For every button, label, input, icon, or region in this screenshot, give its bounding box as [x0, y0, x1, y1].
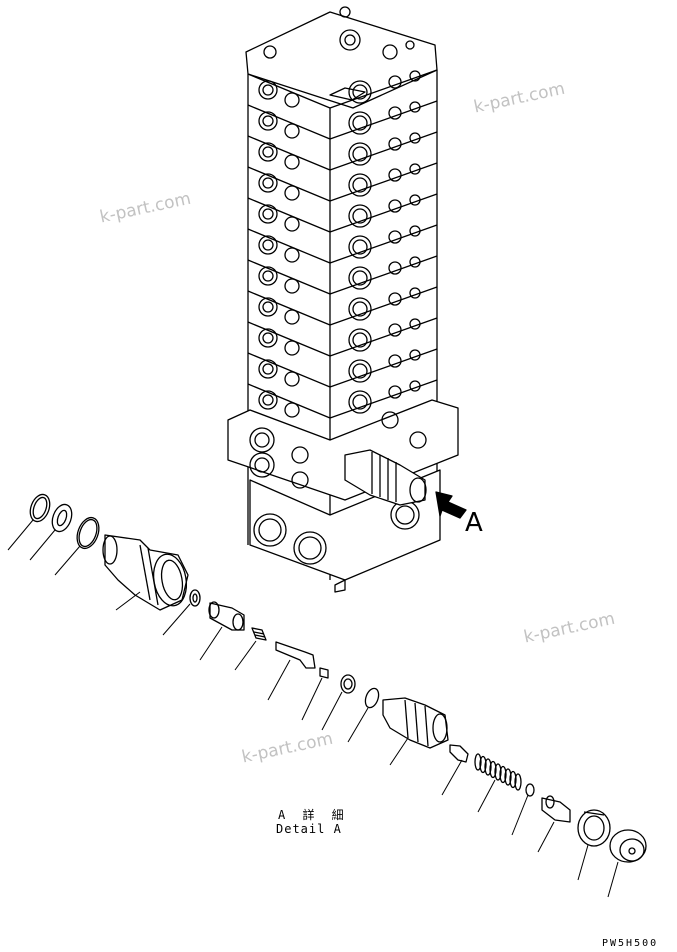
port-hole — [284, 278, 300, 294]
port-hole — [262, 270, 274, 282]
port-hole — [262, 301, 274, 313]
port-hole — [388, 199, 402, 213]
port-hole — [348, 359, 372, 383]
port-hole — [352, 177, 368, 193]
exploded-parts — [29, 493, 647, 863]
port-hole — [388, 354, 402, 368]
port-hole — [348, 173, 372, 197]
port-hole — [352, 115, 368, 131]
port-hole — [388, 385, 402, 399]
port-hole — [258, 111, 278, 131]
port-hole — [409, 194, 421, 206]
port-hole — [348, 142, 372, 166]
spring-coil — [484, 758, 492, 776]
spring-coil — [479, 755, 487, 774]
port-hole — [284, 216, 300, 232]
control-valve-assembly — [227, 6, 459, 593]
port-hole — [262, 177, 274, 189]
port-hole — [262, 394, 274, 406]
port-hole — [348, 111, 372, 135]
port-hole — [388, 292, 402, 306]
port-hole — [262, 208, 274, 220]
port-hole — [262, 332, 274, 344]
port-hole — [352, 208, 368, 224]
port-hole — [258, 359, 278, 379]
port-hole — [284, 154, 300, 170]
port-hole — [388, 106, 402, 120]
drawing-code: PW5H500 — [602, 938, 659, 949]
callout-label: A — [465, 508, 483, 538]
port-hole — [262, 146, 274, 158]
port-hole — [409, 380, 421, 392]
spring-coil — [509, 770, 517, 789]
port-hole — [284, 371, 300, 387]
port-hole — [409, 256, 421, 268]
spring-coil — [489, 760, 497, 779]
port-hole — [284, 185, 300, 201]
port-hole — [388, 230, 402, 244]
port-hole — [348, 328, 372, 352]
port-hole — [409, 287, 421, 299]
spring-coil — [499, 765, 507, 784]
spring-coil — [514, 773, 522, 791]
port-hole — [262, 115, 274, 127]
port-hole — [258, 297, 278, 317]
port-hole — [348, 204, 372, 228]
port-hole — [284, 309, 300, 325]
spring-coil — [504, 768, 512, 786]
port-hole — [284, 247, 300, 263]
spring-coil — [474, 753, 482, 771]
port-hole — [348, 235, 372, 259]
port-hole — [348, 266, 372, 290]
port-hole — [388, 168, 402, 182]
port-hole — [348, 80, 372, 104]
port-hole — [409, 225, 421, 237]
port-hole — [258, 142, 278, 162]
port-hole — [409, 101, 421, 113]
leader-lines — [7, 519, 619, 898]
port-hole — [284, 402, 300, 418]
port-hole — [352, 84, 368, 100]
port-hole — [284, 123, 300, 139]
port-hole — [409, 70, 421, 82]
port-hole — [388, 75, 402, 89]
detail-caption-jp: A 詳 細 — [278, 808, 349, 822]
port-hole — [258, 328, 278, 348]
port-hole — [352, 394, 368, 410]
port-hole — [352, 146, 368, 162]
port-hole — [258, 390, 278, 410]
port-hole — [258, 204, 278, 224]
spring-coil — [494, 763, 502, 781]
detail-caption-en: Detail A — [276, 822, 342, 836]
port-hole — [409, 349, 421, 361]
port-hole — [258, 235, 278, 255]
port-hole — [348, 390, 372, 414]
port-hole — [388, 137, 402, 151]
port-hole — [262, 84, 274, 96]
callout-arrow — [435, 491, 467, 519]
port-hole — [348, 297, 372, 321]
port-hole — [409, 132, 421, 144]
port-hole — [409, 318, 421, 330]
port-hole — [388, 261, 402, 275]
port-hole — [352, 239, 368, 255]
port-hole — [388, 323, 402, 337]
port-hole — [352, 270, 368, 286]
port-hole — [262, 239, 274, 251]
port-hole — [262, 363, 274, 375]
port-hole — [258, 173, 278, 193]
port-hole — [258, 80, 278, 100]
port-hole — [352, 301, 368, 317]
port-hole — [409, 163, 421, 175]
port-hole — [352, 363, 368, 379]
port-hole — [258, 266, 278, 286]
port-hole — [352, 332, 368, 348]
port-hole — [284, 92, 300, 108]
port-hole — [284, 340, 300, 356]
